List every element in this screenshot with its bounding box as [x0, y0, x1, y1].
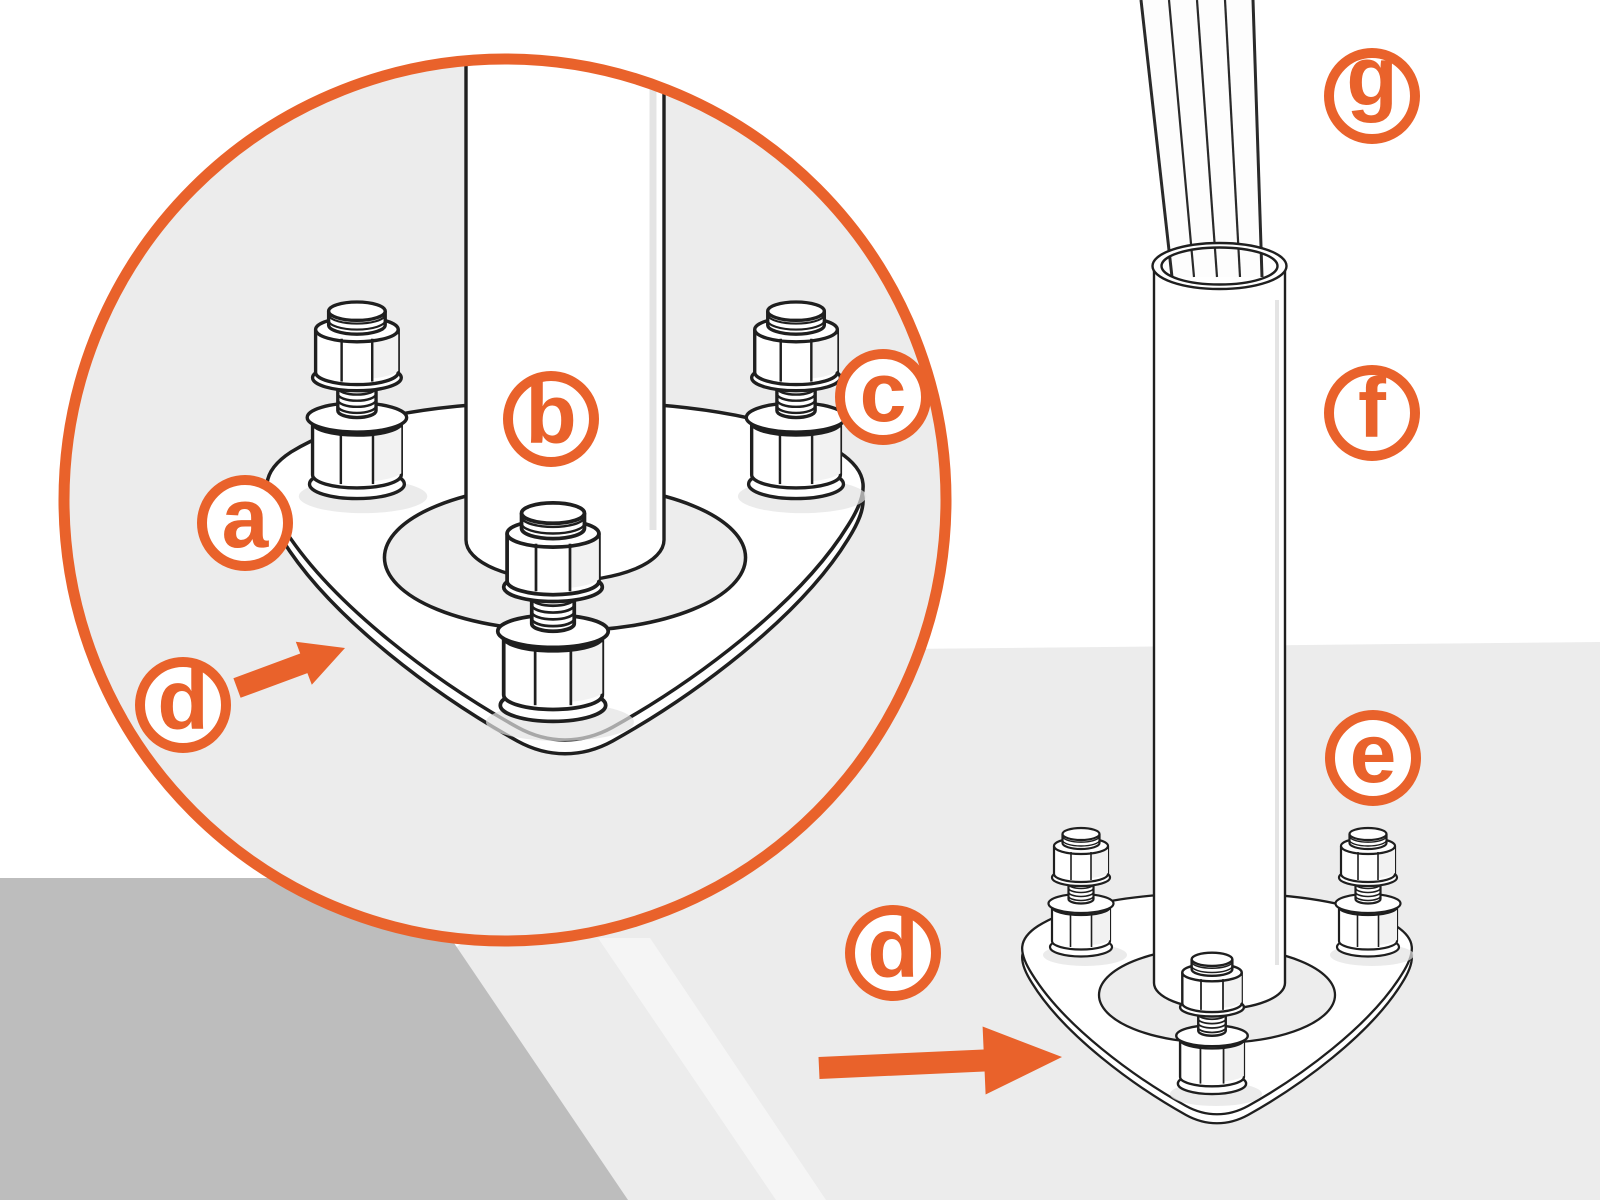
- pointer-arrows: [233, 641, 1062, 1095]
- label-letter: b: [525, 367, 576, 461]
- label-letter: f: [1358, 361, 1387, 455]
- label-letter: c: [860, 345, 907, 439]
- label-badge-c: c: [835, 345, 931, 445]
- floor-highlight-band: [598, 938, 826, 1200]
- label-badge-a: a: [197, 471, 293, 571]
- label-letter: e: [1350, 706, 1397, 800]
- pole: [1152, 266, 1287, 1011]
- magnifier-callout: [58, 53, 952, 947]
- label-letter: d: [867, 901, 918, 995]
- label-letter: a: [222, 471, 270, 565]
- label-badge-f: f: [1324, 361, 1420, 461]
- arrow-to-d: [818, 1026, 1062, 1095]
- pole-magnified: [464, 59, 666, 583]
- label-badge-d: d: [135, 653, 231, 753]
- part-labels: a b c d d e f g: [135, 29, 1421, 1001]
- scene-actual-size: [1022, 0, 1414, 1123]
- label-badge-b: b: [503, 367, 599, 467]
- label-badge-d: d: [845, 901, 941, 1001]
- magnifier-ring: [58, 53, 952, 947]
- arrow-to-d: [233, 641, 345, 698]
- label-letter: g: [1346, 29, 1397, 123]
- pole-top-rim: [1151, 241, 1288, 291]
- label-badge-g: g: [1324, 29, 1420, 144]
- label-letter: d: [157, 653, 208, 747]
- floor-shadow-area: [0, 878, 628, 1200]
- cables: [1139, 0, 1264, 278]
- label-badge-e: e: [1325, 706, 1421, 806]
